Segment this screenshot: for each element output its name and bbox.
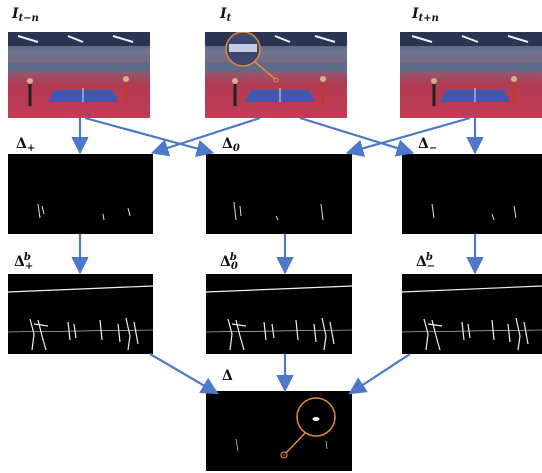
label-frame-cur: It [220, 6, 232, 24]
delta-plus-b-image [8, 274, 153, 354]
zoom-circle-result [296, 397, 336, 437]
delta-zero-b-image [206, 274, 352, 354]
label-delta-final: Δ [222, 368, 233, 384]
label-delta-zero-b: Δb0 [220, 252, 238, 272]
frame-cur-image [205, 32, 347, 118]
label-delta-plus: Δ+ [16, 136, 36, 154]
label-delta-minus-b: Δb− [416, 252, 436, 272]
arrow-next-to-delta-zero [345, 116, 471, 157]
arrow-cur-to-delta-plus [150, 116, 261, 157]
delta-plus-image [8, 154, 153, 234]
frame-cur-scene [205, 32, 347, 106]
delta-zero-image [206, 154, 352, 234]
label-delta-zero: Δ0 [222, 136, 240, 154]
label-frame-prev: It−n [12, 6, 39, 24]
arrow-cur-to-delta-minus [299, 116, 415, 157]
arrow-minus-b-to-final [348, 353, 411, 395]
frame-prev-image [8, 32, 150, 118]
delta-final-image [206, 391, 352, 471]
arrow-plus-b-to-final [149, 353, 219, 395]
label-delta-plus-b: Δb+ [14, 252, 34, 272]
label-delta-minus: Δ− [418, 136, 438, 154]
frame-prev-scene [8, 32, 150, 106]
label-frame-next: It+n [412, 6, 439, 24]
frame-next-image [400, 32, 542, 118]
frame-next-scene [400, 32, 542, 106]
delta-minus-image [402, 154, 542, 234]
delta-minus-b-image [402, 274, 542, 354]
arrow-prev-to-delta-zero [84, 116, 215, 158]
